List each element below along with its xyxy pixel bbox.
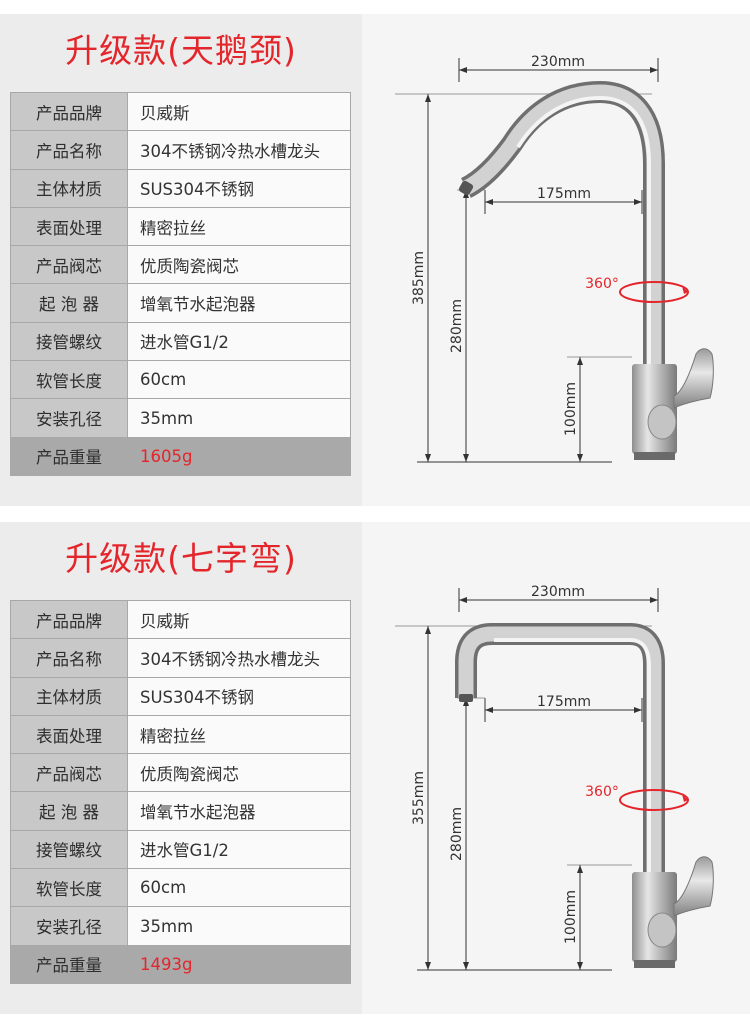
faucet-diagram: 230mm 175mm 385mm 280mm 100mm 360° bbox=[395, 54, 714, 463]
spec-value: 35mm bbox=[127, 906, 351, 946]
spec-value: 进水管G1/2 bbox=[127, 321, 351, 362]
spec-value: 304不锈钢冷热水槽龙头 bbox=[127, 638, 351, 678]
spec-label: 接管螺纹 bbox=[10, 321, 128, 362]
spec-row: 表面处理精密拉丝 bbox=[10, 206, 351, 247]
spec-row: 接管螺纹进水管G1/2 bbox=[10, 321, 351, 362]
body-height-label: 100mm bbox=[563, 890, 579, 944]
spout-height-label: 280mm bbox=[449, 299, 465, 353]
spec-value: 60cm bbox=[127, 868, 351, 908]
body-height-label: 100mm bbox=[563, 382, 579, 436]
spec-label: 安装孔径 bbox=[10, 398, 128, 438]
spec-row: 起 泡 器增氧节水起泡器 bbox=[10, 283, 351, 323]
diagram-panel bbox=[362, 522, 750, 1014]
spec-label: 起 泡 器 bbox=[10, 283, 128, 323]
spec-label: 主体材质 bbox=[10, 168, 128, 208]
spec-label: 产品重量 bbox=[10, 944, 128, 984]
spec-value: 60cm bbox=[127, 360, 351, 400]
spec-label: 软管长度 bbox=[10, 360, 128, 400]
spec-row: 产品品牌贝威斯 bbox=[10, 599, 351, 640]
reach-label: 175mm bbox=[537, 694, 591, 710]
reach-label: 175mm bbox=[537, 186, 591, 202]
dimension-arrows bbox=[425, 67, 658, 462]
spec-value-weight: 1493g bbox=[127, 944, 351, 984]
faucet-swan-neck-image bbox=[458, 80, 714, 460]
dimension-lines bbox=[395, 588, 659, 971]
width-label: 230mm bbox=[531, 584, 585, 600]
spec-label: 安装孔径 bbox=[10, 906, 128, 946]
spec-label: 接管螺纹 bbox=[10, 829, 128, 870]
spec-label: 产品名称 bbox=[10, 638, 128, 678]
spec-row: 表面处理精密拉丝 bbox=[10, 714, 351, 755]
spec-row: 接管螺纹进水管G1/2 bbox=[10, 829, 351, 870]
spec-row: 产品品牌贝威斯 bbox=[10, 91, 351, 132]
spec-value: 304不锈钢冷热水槽龙头 bbox=[127, 130, 351, 170]
spec-value: 精密拉丝 bbox=[127, 206, 351, 247]
spec-label: 主体材质 bbox=[10, 676, 128, 716]
width-label: 230mm bbox=[531, 54, 585, 70]
variant-title: 升级款(天鹅颈) bbox=[65, 31, 297, 70]
spec-row: 产品阀芯优质陶瓷阀芯 bbox=[10, 753, 351, 793]
spec-value: 贝威斯 bbox=[127, 599, 351, 640]
rotation-indicator: 360° bbox=[585, 784, 689, 811]
spec-value: 35mm bbox=[127, 398, 351, 438]
spec-value: SUS304不锈钢 bbox=[127, 168, 351, 208]
spec-label: 软管长度 bbox=[10, 868, 128, 908]
spec-row: 产品阀芯优质陶瓷阀芯 bbox=[10, 245, 351, 285]
faucet-diagram: 230mm 175mm 355mm 280mm 100mm 360° bbox=[395, 584, 714, 971]
spec-value: 优质陶瓷阀芯 bbox=[127, 245, 351, 285]
spout-height-label: 280mm bbox=[449, 807, 465, 861]
total-height-label: 355mm bbox=[411, 771, 427, 825]
spec-value: 贝威斯 bbox=[127, 91, 351, 132]
rotation-indicator: 360° bbox=[585, 276, 689, 303]
spec-value: 优质陶瓷阀芯 bbox=[127, 753, 351, 793]
spec-label: 产品阀芯 bbox=[10, 245, 128, 285]
spec-value-weight: 1605g bbox=[127, 436, 351, 476]
spec-value: 进水管G1/2 bbox=[127, 829, 351, 870]
spec-label: 产品品牌 bbox=[10, 599, 128, 640]
spec-label: 起 泡 器 bbox=[10, 791, 128, 831]
spec-value: 增氧节水起泡器 bbox=[127, 791, 351, 831]
spec-label: 产品品牌 bbox=[10, 91, 128, 132]
rotation-label: 360° bbox=[585, 784, 619, 800]
rotation-label: 360° bbox=[585, 276, 619, 292]
faucet-seven-bend-image bbox=[455, 623, 714, 968]
spec-value: 精密拉丝 bbox=[127, 714, 351, 755]
spec-row: 起 泡 器增氧节水起泡器 bbox=[10, 791, 351, 831]
spec-label: 产品阀芯 bbox=[10, 753, 128, 793]
spec-value: SUS304不锈钢 bbox=[127, 676, 351, 716]
spec-label: 产品重量 bbox=[10, 436, 128, 476]
spec-label: 产品名称 bbox=[10, 130, 128, 170]
spec-label: 表面处理 bbox=[10, 714, 128, 755]
variant-title: 升级款(七字弯) bbox=[65, 539, 297, 578]
spec-value: 增氧节水起泡器 bbox=[127, 283, 351, 323]
total-height-label: 385mm bbox=[411, 251, 427, 305]
spec-label: 表面处理 bbox=[10, 206, 128, 247]
